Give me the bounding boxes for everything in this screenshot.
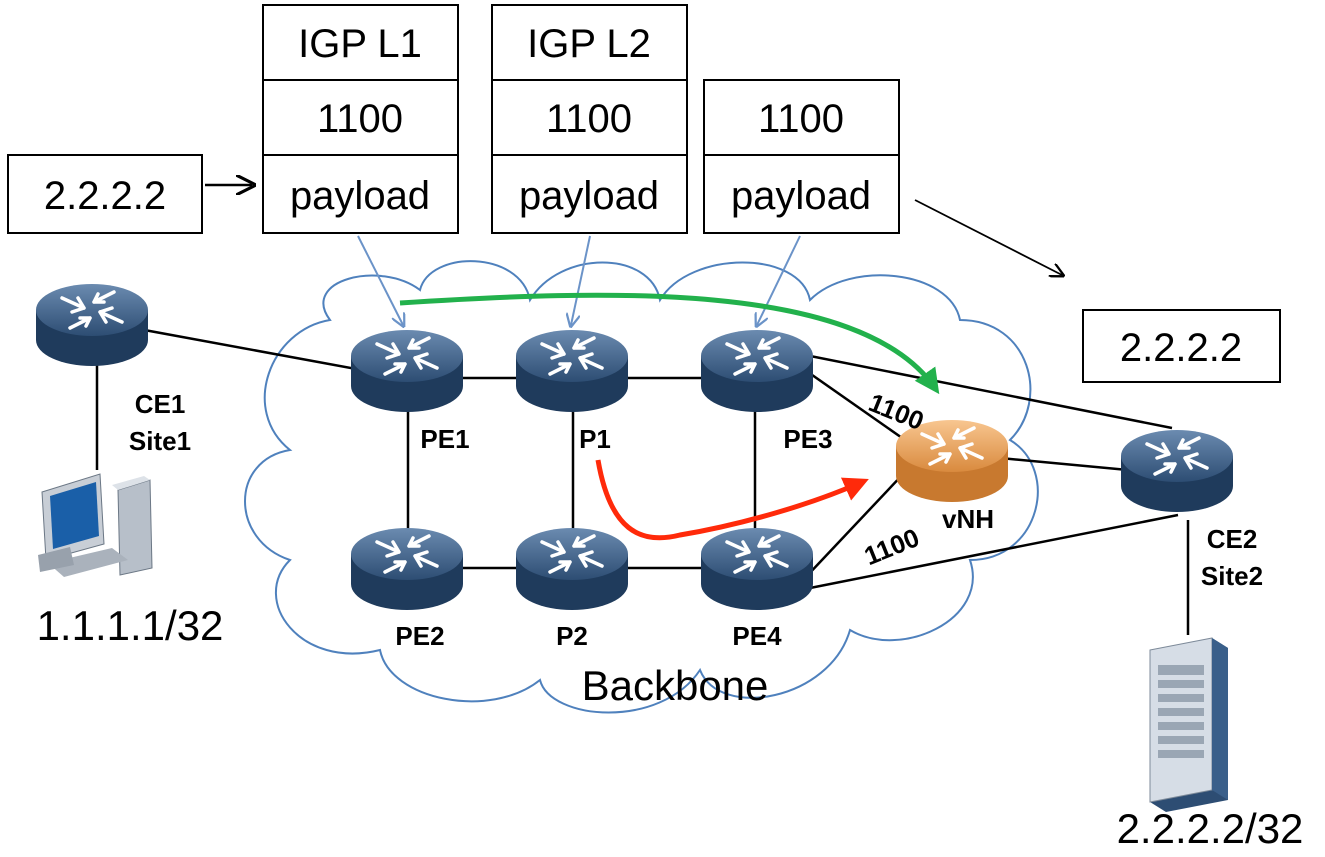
pe3-label: PE3 <box>783 424 832 454</box>
links <box>89 318 1190 635</box>
pc-icon <box>38 473 153 577</box>
vnh-label: vNH <box>942 504 994 534</box>
arrow-stack-to-exit <box>914 199 1062 275</box>
pe1-label: PE1 <box>420 424 469 454</box>
server-icon <box>1149 637 1228 812</box>
router-pe1-icon <box>349 328 465 414</box>
stack-p2-label-box <box>491 79 688 156</box>
stack-pe1-payload-text: payload <box>290 174 430 218</box>
pe4-label: PE4 <box>732 621 782 651</box>
router-pe4-icon <box>699 526 815 612</box>
p1-label: P1 <box>579 424 611 454</box>
stack-p2-label-text: 1100 <box>546 97 632 141</box>
pointer-pe1 <box>357 235 403 325</box>
stack-pe1-igp-text: IGP L1 <box>298 22 422 66</box>
link-vnh-ce2 <box>999 456 1129 472</box>
stack-p2-payload-text: payload <box>519 174 659 218</box>
ce1-name-label: CE1 <box>135 389 186 419</box>
link-pe4-vnh <box>804 471 906 579</box>
stack-p2-igp-text: IGP L2 <box>527 22 651 66</box>
green-path-arrow <box>399 292 940 395</box>
packet-boxes <box>7 4 1281 383</box>
stack-pe1-label-text: 1100 <box>317 97 403 141</box>
router-pe3-icon <box>699 328 815 414</box>
router-p1-icon <box>514 328 630 414</box>
pointer-pe3 <box>757 235 801 325</box>
pointer-p1 <box>571 235 591 325</box>
site2-prefix-label: 2.2.2.2/32 <box>1117 805 1304 852</box>
source-dest-text: 2.2.2.2 <box>44 174 166 218</box>
ce1-site-label: Site1 <box>129 426 191 456</box>
link-pe3-ce2 <box>779 348 1173 430</box>
stack-pe3-payload-box <box>703 154 900 234</box>
packet-source-box <box>7 154 203 234</box>
router-p2-icon <box>514 526 630 612</box>
stack-pe1-payload-box <box>262 154 459 234</box>
exit-dest-text: 2.2.2.2 <box>1120 326 1242 370</box>
red-path-arrow <box>595 459 869 541</box>
ce2-site-label: Site2 <box>1201 561 1263 591</box>
router-pe2-icon <box>349 526 465 612</box>
ce2-name-label: CE2 <box>1207 524 1258 554</box>
packet-exit-box <box>1082 309 1281 383</box>
router-ce1-icon <box>34 282 150 368</box>
stack-p2-payload-box <box>491 154 688 234</box>
pe2-label: PE2 <box>395 621 444 651</box>
stack-pe3-label-text: 1100 <box>758 97 844 141</box>
p2-label: P2 <box>556 621 588 651</box>
backbone-label: Backbone <box>582 662 769 709</box>
site1-prefix-label: 1.1.1.1/32 <box>37 602 224 649</box>
stack-pointer-arrows <box>357 235 801 325</box>
stack-pe3-payload-text: payload <box>731 174 871 218</box>
router-ce2-icon <box>1119 428 1235 514</box>
stack-p2-igp-box <box>491 4 688 81</box>
link-pe4-ce2 <box>809 513 1179 590</box>
link-pe3-vnh <box>804 368 906 442</box>
